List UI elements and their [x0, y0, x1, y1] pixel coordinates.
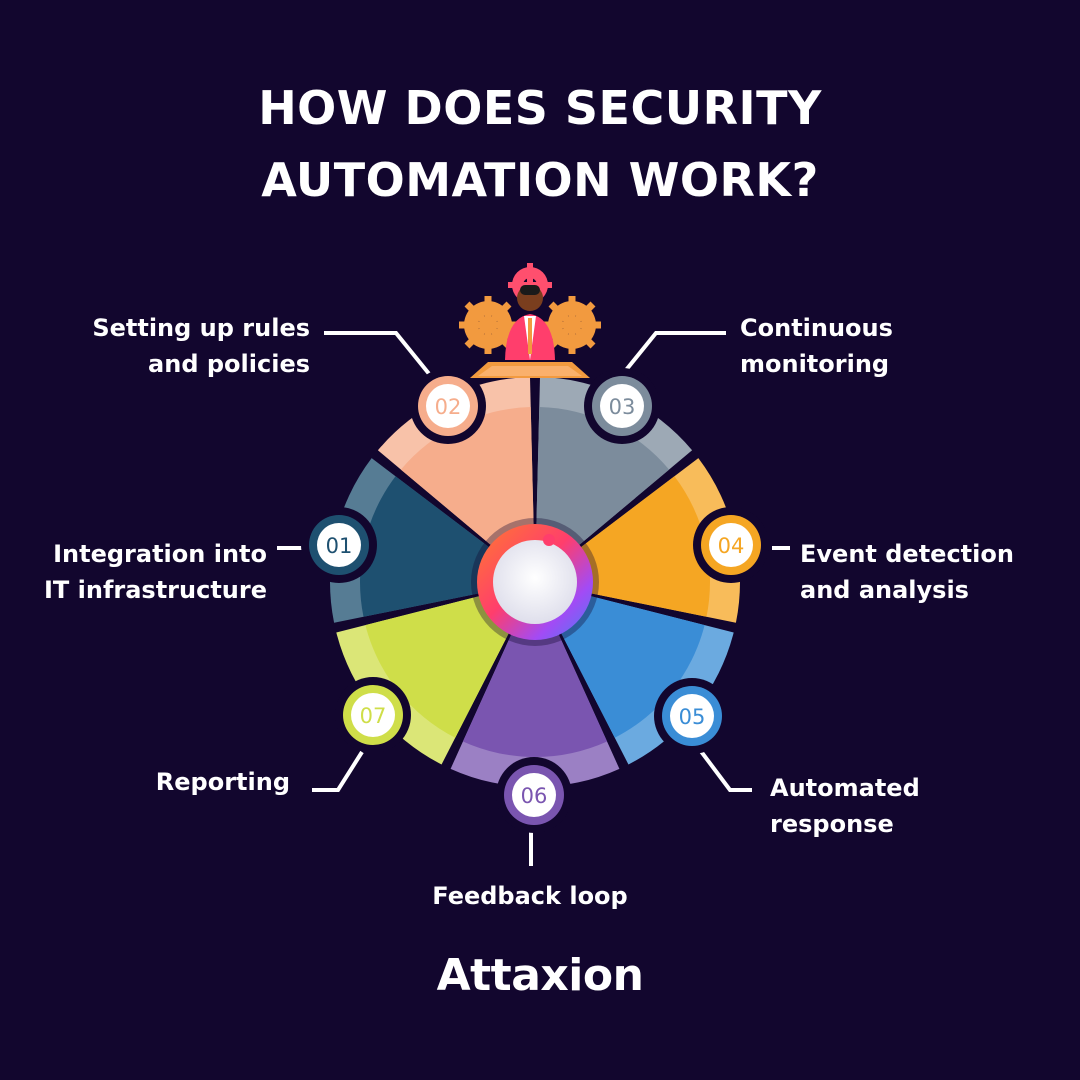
- step-label-07: Reporting: [155, 768, 290, 796]
- step-number-01: 01: [326, 534, 353, 558]
- connector-03: [620, 331, 726, 377]
- step-badge-03: 03: [584, 368, 660, 444]
- step-number-06: 06: [521, 784, 548, 808]
- step-number-02: 02: [435, 395, 462, 419]
- step-number-03: 03: [609, 395, 636, 419]
- connector-02: [324, 331, 432, 377]
- connector-lines: [277, 331, 790, 866]
- person-with-gears-illustration: [459, 263, 601, 378]
- step-badge-07: 07: [335, 677, 411, 753]
- step-number-07: 07: [360, 704, 387, 728]
- title-line-1: HOW DOES SECURITY: [258, 81, 822, 135]
- step-number-04: 04: [718, 534, 745, 558]
- step-badge-01: 01: [301, 507, 377, 583]
- step-badges: 01 02 03 04 05 06 07: [301, 368, 769, 833]
- page-title: HOW DOES SECURITY AUTOMATION WORK?: [0, 72, 1080, 216]
- wheel-segment-06: [462, 582, 608, 757]
- title-line-2: AUTOMATION WORK?: [261, 153, 819, 207]
- step-badge-05: 05: [654, 678, 730, 754]
- step-badge-02: 02: [410, 368, 486, 444]
- step-badge-06: 06: [496, 757, 572, 833]
- step-badge-04: 04: [693, 507, 769, 583]
- step-number-05: 05: [679, 705, 706, 729]
- step-label-06: Feedback loop: [432, 882, 628, 910]
- center-hub: [471, 518, 599, 646]
- connector-05: [698, 748, 752, 792]
- brand-logo: Attaxion: [0, 950, 1080, 1001]
- logo-wordmark: Attaxion: [436, 950, 644, 1001]
- connector-07: [312, 750, 364, 792]
